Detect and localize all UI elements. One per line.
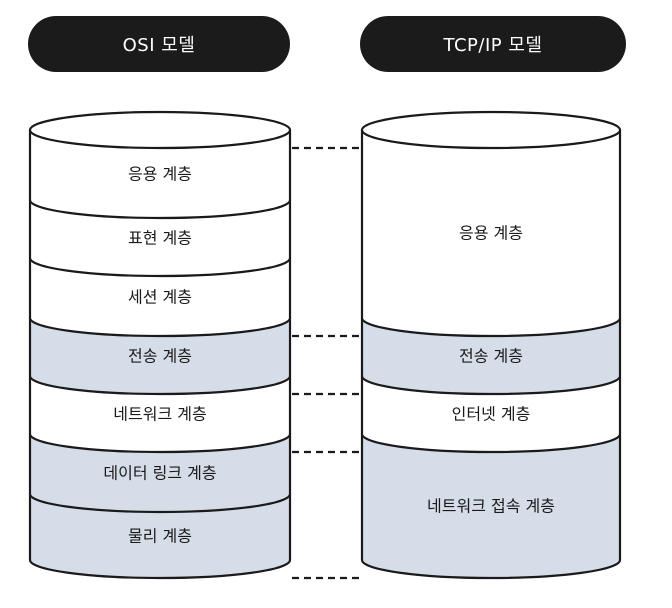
osi-top-cap (28, 110, 292, 150)
osi-layer-label-2: 표현 계층 (128, 229, 192, 248)
osi-model-header: OSI 모델 (28, 16, 290, 72)
osi-layer-band-1 (28, 128, 292, 220)
tcpip-layer-band-3 (360, 374, 622, 454)
tcpip-layer-label-4: 네트워크 접속 계층 (427, 497, 555, 516)
tcpip-layer-label-1: 응용 계층 (459, 224, 523, 243)
osi-layer-label-6: 데이터 링크 계층 (103, 464, 216, 483)
osi-layer-band-3 (28, 256, 292, 338)
osi-layer-label-5: 네트워크 계층 (113, 405, 206, 424)
osi-layer-band-2 (28, 198, 292, 278)
osi-layer-label-3: 세션 계층 (128, 288, 192, 307)
osi-layer-label-1: 응용 계층 (128, 165, 192, 184)
tcpip-layer-band-1 (360, 128, 622, 338)
osi-layer-band-6 (28, 432, 292, 514)
osi-layer-band-7 (28, 492, 292, 580)
tcpip-model-header: TCP/IP 모델 (360, 16, 626, 72)
osi-layer-label-7: 물리 계층 (128, 527, 192, 546)
tcpip-layer-label-3: 인터넷 계층 (452, 405, 531, 424)
osi-layer-label-4: 전송 계층 (128, 347, 192, 366)
osi-layer-band-5 (28, 374, 292, 454)
tcpip-layer-band-2 (360, 316, 622, 396)
osi-layer-band-4 (28, 316, 292, 396)
tcpip-layer-band-4 (360, 432, 622, 580)
tcpip-top-cap (360, 110, 622, 150)
tcpip-layer-label-2: 전송 계층 (459, 347, 523, 366)
